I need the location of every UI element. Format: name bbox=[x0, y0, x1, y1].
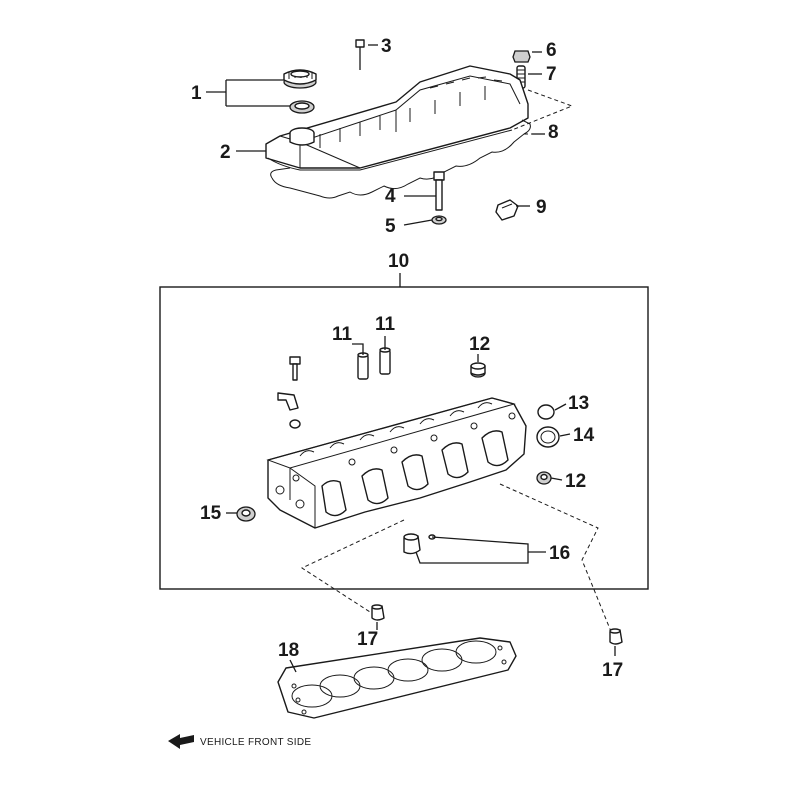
head-cover-body[interactable] bbox=[265, 65, 529, 171]
callout-10: 10 bbox=[388, 251, 409, 272]
arrow-left-icon bbox=[168, 734, 194, 749]
bracket-bolt[interactable] bbox=[289, 356, 301, 381]
cup-plug-small[interactable] bbox=[537, 404, 555, 420]
callout-18: 18 bbox=[278, 640, 299, 661]
straight-pin[interactable] bbox=[609, 628, 623, 645]
callout-7: 7 bbox=[546, 64, 557, 85]
valve-guide-bushing[interactable] bbox=[357, 352, 369, 380]
cylinder-head-body[interactable] bbox=[266, 397, 527, 529]
o-ring[interactable] bbox=[289, 419, 301, 429]
callout-16-bracket bbox=[415, 536, 529, 564]
cup-plug-large[interactable] bbox=[536, 426, 560, 448]
cylinder-head-subassembly-box bbox=[159, 286, 649, 590]
callout-numbers: 1 2 3 6 7 8 4 5 9 10 11 11 12 13 14 12 1… bbox=[191, 36, 623, 681]
cover-bolt[interactable] bbox=[433, 171, 445, 211]
cover-nut[interactable] bbox=[512, 50, 531, 63]
wire-clip[interactable] bbox=[495, 199, 519, 221]
callout-2: 2 bbox=[220, 142, 231, 163]
cylinder-head-cover-group bbox=[265, 39, 574, 225]
callout-17-right: 17 bbox=[602, 660, 623, 681]
callout-11-left: 11 bbox=[332, 324, 353, 345]
callout-16: 16 bbox=[549, 543, 570, 564]
nozzle-holder-seat[interactable] bbox=[403, 533, 421, 555]
callout-15: 15 bbox=[200, 503, 222, 524]
vehicle-front-caption: VEHICLE FRONT SIDE bbox=[200, 737, 311, 748]
seal-plug[interactable] bbox=[236, 506, 256, 522]
cap-gasket[interactable] bbox=[289, 100, 315, 114]
callout-12-top: 12 bbox=[469, 334, 490, 355]
callout-4: 4 bbox=[385, 186, 396, 207]
tight-plug[interactable] bbox=[536, 471, 552, 485]
oil-filler-cap[interactable] bbox=[283, 69, 317, 89]
callout-9: 9 bbox=[536, 197, 547, 218]
vehicle-front-indicator: VEHICLE FRONT SIDE bbox=[168, 734, 311, 749]
bracket[interactable] bbox=[277, 392, 299, 411]
callout-8: 8 bbox=[548, 122, 559, 143]
cylinder-head-gasket[interactable] bbox=[277, 637, 517, 719]
callout-3: 3 bbox=[381, 36, 392, 57]
valve-guide-bushing[interactable] bbox=[379, 347, 391, 375]
callout-17-left: 17 bbox=[357, 629, 378, 650]
callout-13: 13 bbox=[568, 393, 589, 414]
callout-6: 6 bbox=[546, 40, 557, 61]
callout-14: 14 bbox=[573, 425, 595, 446]
callout-11-right: 11 bbox=[375, 314, 396, 335]
dowel-guide-left bbox=[300, 519, 405, 613]
leader-lines bbox=[206, 44, 616, 673]
callout-5: 5 bbox=[385, 216, 396, 237]
straight-pin[interactable] bbox=[371, 604, 385, 621]
bolt-washer[interactable] bbox=[431, 215, 447, 225]
dowel-guide-right bbox=[499, 483, 613, 635]
cover-bolt-top[interactable] bbox=[355, 39, 365, 70]
tight-plug[interactable] bbox=[470, 362, 486, 378]
callout-1: 1 bbox=[191, 83, 202, 104]
cylinder-head-group bbox=[236, 347, 560, 564]
callout-12-right: 12 bbox=[565, 471, 586, 492]
